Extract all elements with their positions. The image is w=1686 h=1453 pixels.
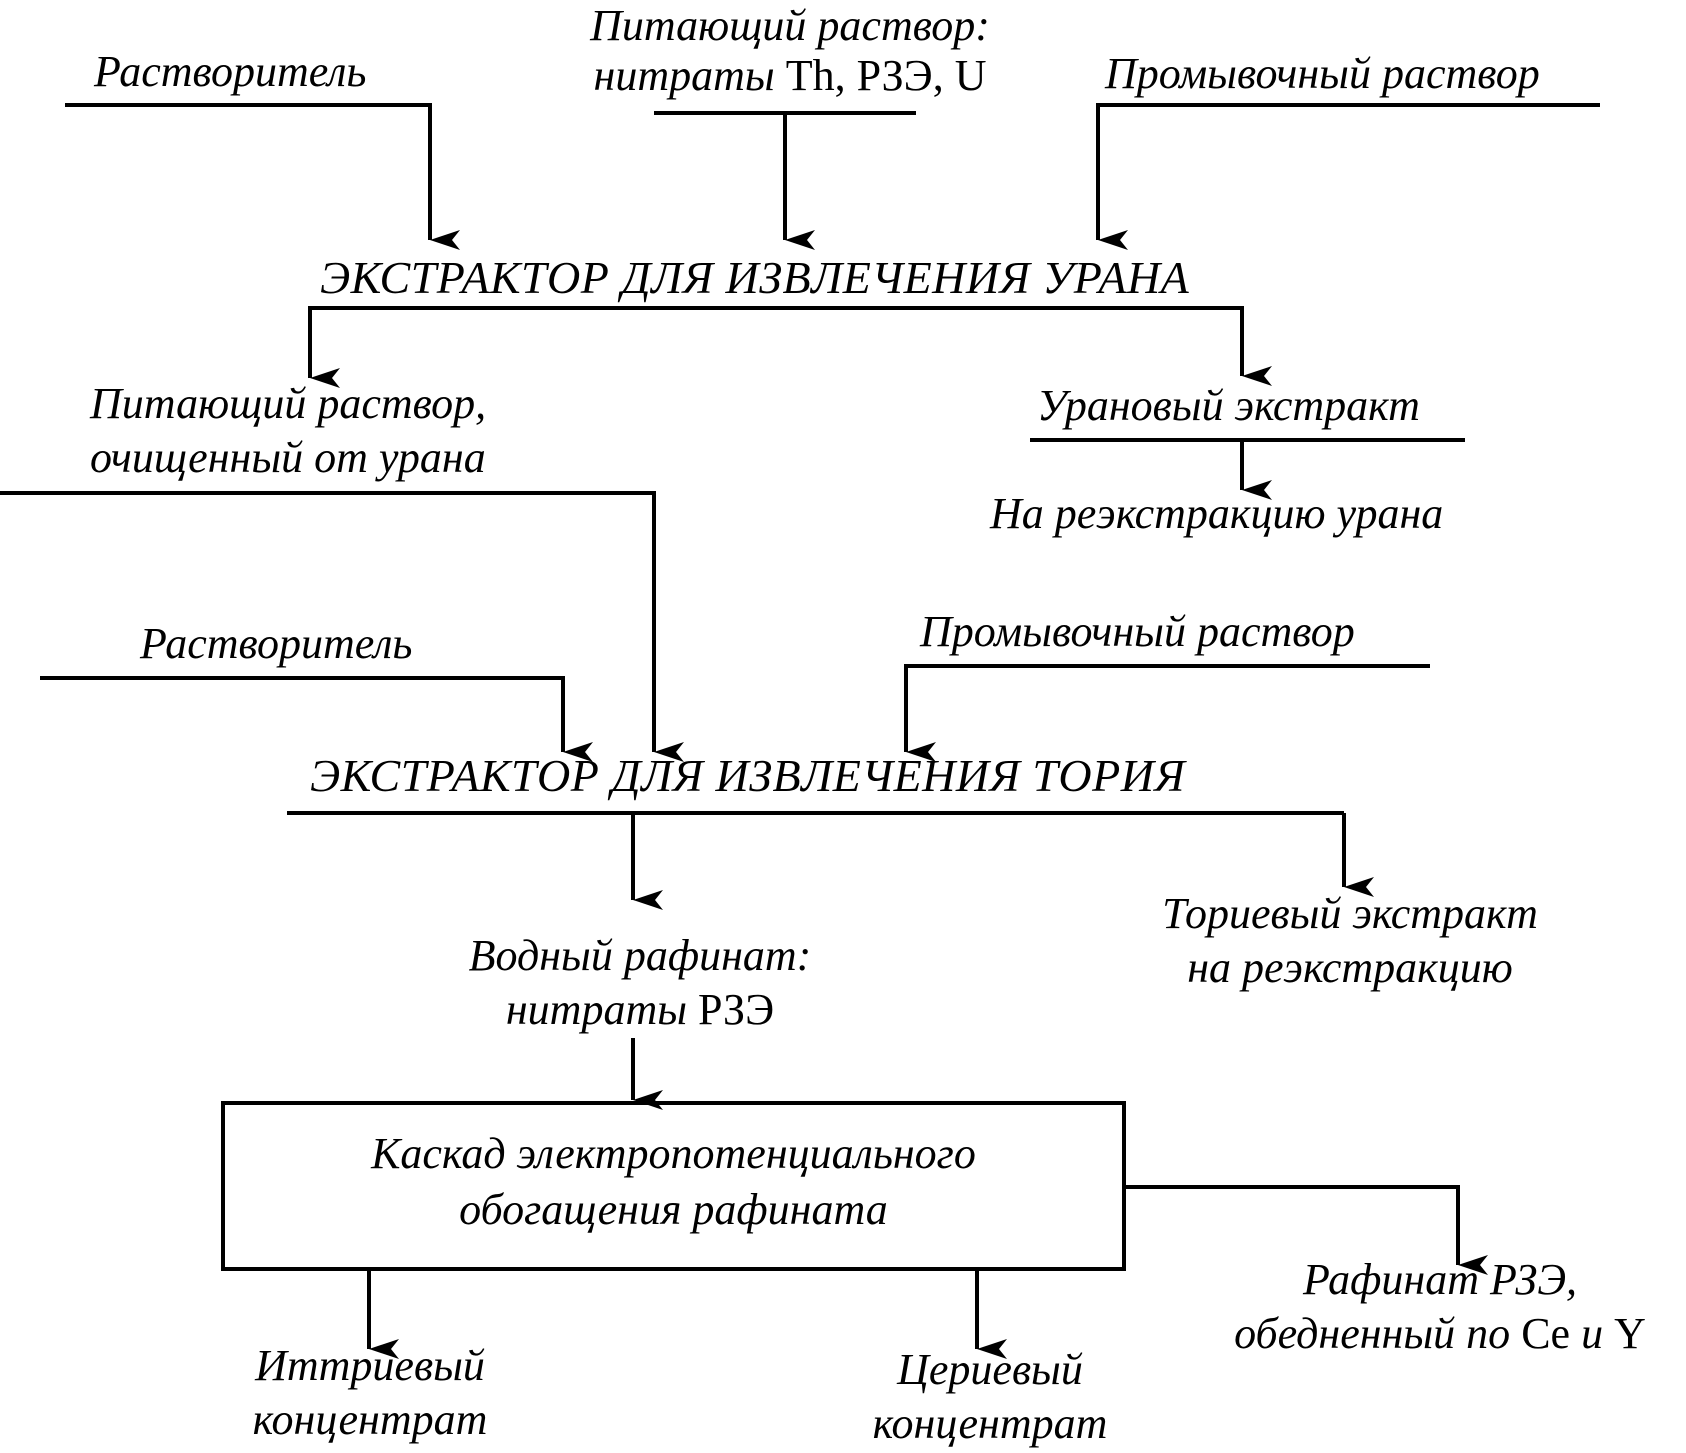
yttrium-label-line1: Иттриевый [255,1341,485,1390]
thorium-extractor-title: ЭКСТРАКТОР ДЛЯ ИЗВЛЕЧЕНИЯ ТОРИЯ [310,750,1186,801]
uranium-extractor-title: ЭКСТРАКТОР ДЛЯ ИЗВЛЕЧЕНИЯ УРАНА [320,252,1190,303]
yttrium-label-line2: концентрат [252,1395,488,1444]
cascade-label-line1: Каскад электропотенциального [371,1129,976,1178]
purified-feed-label-line2: очищенный от урана [90,433,486,482]
cerium-label-line1: Цериевый [897,1345,1083,1394]
wash-1-line [1096,103,1600,250]
rest-raffinate-arrow [1126,1185,1488,1275]
thorium-extract-label-line2: на реэкстракцию [1187,943,1513,992]
to-uranium-strip-label: На реэкстракцию урана [990,489,1444,538]
solvent-1-label: Растворитель [94,47,367,96]
purified-feed-line [0,491,684,762]
u-extractor-bus [308,306,1272,386]
thorium-extract-label-line1: Ториевый экстракт [1162,889,1538,938]
cascade-label-line2: обогащения рафината [459,1185,888,1234]
cerium-label-line2: концентрат [872,1399,1108,1448]
cascade-box [221,1101,1126,1271]
purified-feed-label-line1: Питающий раствор, [90,379,487,428]
feed-label-line2: нитраты Th, РЗЭ, U [593,51,987,100]
wash-1-label: Промывочный раствор [1105,49,1540,98]
feed-label-line1: Питающий раствор: [590,1,990,50]
solvent-2-label: Растворитель [140,619,413,668]
wash-2-line [904,664,1430,762]
rest-raffinate-label-line1: Рафинат РЗЭ, [1302,1255,1578,1304]
wash-2-label: Промывочный раствор [920,607,1355,656]
uranium-extract-label: Урановый экстракт [1037,381,1420,430]
raffinate-label-line1: Водный рафинат: [468,931,812,980]
rest-raffinate-label-line2: обедненный по Ce и Y [1234,1309,1646,1358]
solvent-1-line [65,103,460,250]
raffinate-label-line2: нитраты РЗЭ [505,985,775,1034]
solvent-2-line [40,676,593,762]
